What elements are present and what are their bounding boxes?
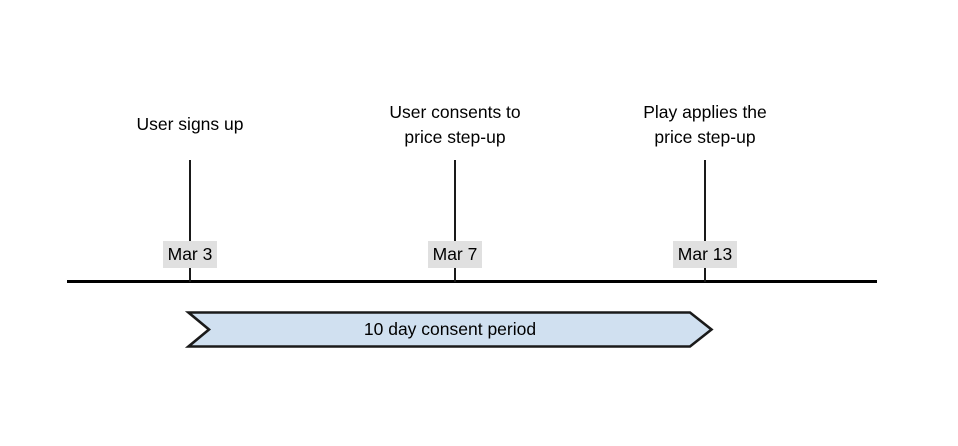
consent-period-banner: 10 day consent period	[184, 311, 714, 348]
event-date-chip: Mar 7	[375, 241, 535, 268]
chevron-arrow-icon	[184, 311, 714, 348]
event-date-label: Mar 7	[427, 241, 483, 268]
event-date-chip: Mar 13	[625, 241, 785, 268]
event-date-label: Mar 3	[162, 241, 218, 268]
event-caption: Play applies the price step-up	[643, 102, 767, 147]
event-caption: User signs up	[136, 114, 244, 134]
event-stem-line	[454, 160, 456, 282]
event-date-label: Mar 13	[672, 241, 738, 268]
event-caption: User consents to price step-up	[389, 102, 521, 147]
event-stem-line	[704, 160, 706, 282]
event-date-chip: Mar 3	[110, 241, 270, 268]
timeline-axis	[67, 280, 877, 283]
event-stem-line	[189, 160, 191, 282]
